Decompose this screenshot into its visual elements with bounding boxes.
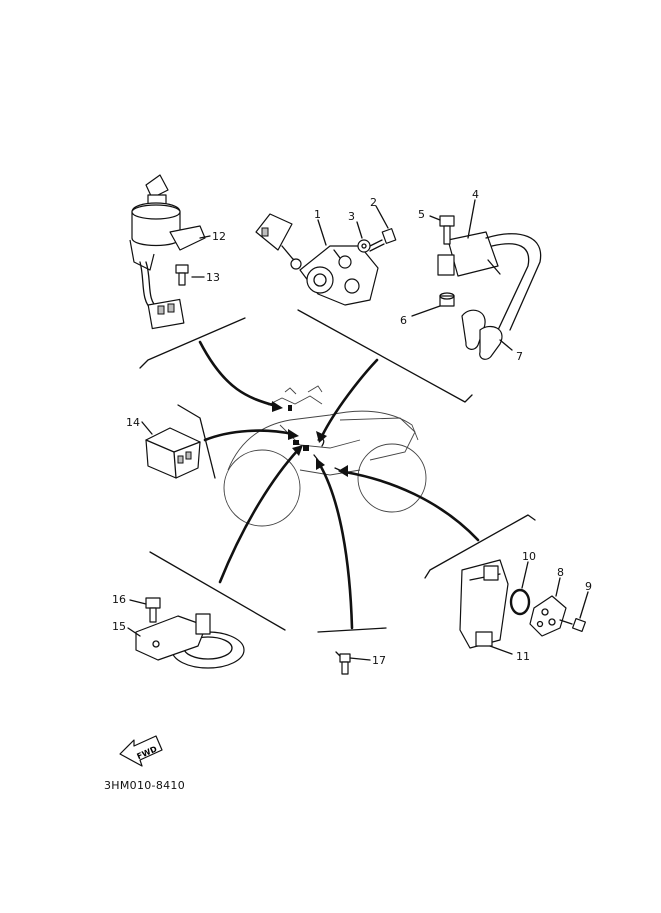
callout-17: 17 bbox=[372, 654, 386, 667]
callout-4: 4 bbox=[472, 188, 479, 201]
callout-13: 13 bbox=[206, 271, 220, 284]
drawing-code: 3HM010-8410 bbox=[104, 779, 185, 792]
pickup-coil-part-1 bbox=[255, 213, 379, 306]
part-number-callouts: 1 2 3 4 5 6 7 8 9 10 11 12 13 14 15 16 1… bbox=[112, 188, 592, 667]
pointer-arrows bbox=[198, 340, 480, 630]
callout-15: 15 bbox=[112, 620, 126, 633]
main-switch-part-12 bbox=[129, 174, 211, 330]
callout-5: 5 bbox=[418, 208, 425, 221]
bolt-part-5 bbox=[429, 215, 455, 245]
bolt-part-16 bbox=[129, 597, 161, 623]
bolt-part-2 bbox=[367, 205, 397, 252]
cover-plate-part-8 bbox=[529, 577, 567, 637]
o-ring-part-10 bbox=[509, 561, 531, 616]
callout-12: 12 bbox=[212, 230, 226, 243]
callout-1: 1 bbox=[314, 208, 321, 221]
fwd-arrow-icon: FWD bbox=[119, 735, 163, 767]
callout-11: 11 bbox=[516, 650, 530, 663]
plug-caps-part-7 bbox=[461, 309, 513, 360]
callout-3: 3 bbox=[348, 210, 355, 223]
callout-16: 16 bbox=[112, 593, 126, 606]
callout-9: 9 bbox=[585, 580, 592, 593]
relay-part-14 bbox=[141, 421, 201, 479]
screw-part-9 bbox=[559, 591, 589, 633]
switch-part-17 bbox=[335, 651, 371, 675]
nut-part-6 bbox=[411, 292, 455, 317]
callout-10: 10 bbox=[522, 550, 536, 563]
callout-8: 8 bbox=[557, 566, 564, 579]
callout-2: 2 bbox=[370, 196, 377, 209]
washer-part-3 bbox=[356, 221, 371, 253]
callout-7: 7 bbox=[516, 350, 523, 363]
screw-part-13 bbox=[175, 264, 205, 286]
horn-part-15 bbox=[127, 613, 245, 669]
bracket-lines bbox=[139, 309, 536, 633]
callout-14: 14 bbox=[126, 416, 140, 429]
ignition-coil-part-4 bbox=[437, 199, 542, 331]
motorcycle-outline bbox=[223, 385, 427, 527]
sensor-housing-part-11 bbox=[459, 559, 513, 655]
callout-6: 6 bbox=[400, 314, 407, 327]
